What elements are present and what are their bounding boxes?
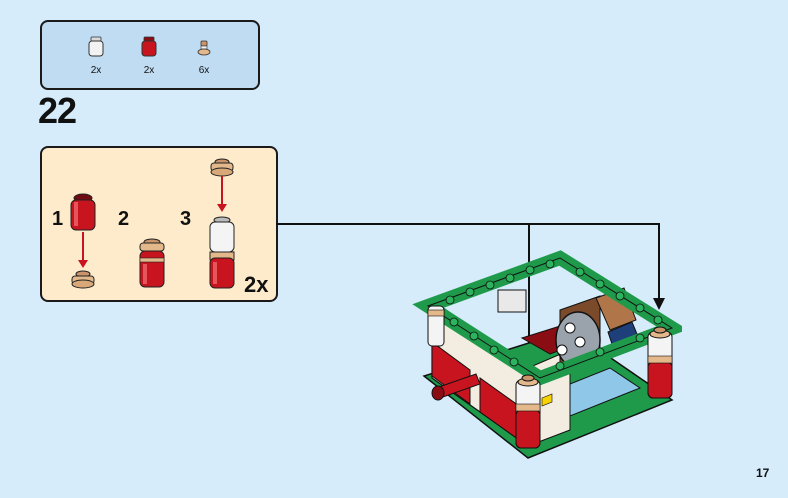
substep-number-2: 2 [118, 208, 130, 230]
part-qty: 2x [143, 65, 155, 76]
tan-round-plate-icon [210, 158, 234, 177]
red-round-brick-icon [141, 36, 157, 57]
white-round-brick-icon [209, 216, 235, 253]
parts-list-box: 2x 2x 6x [40, 20, 260, 90]
tan-round-plate-icon [71, 270, 95, 289]
substep-2-illustration [139, 238, 165, 288]
tan-round-plate-icon [197, 40, 211, 56]
part-qty: 2x [90, 65, 102, 76]
model-illustration [412, 250, 682, 459]
page-number: 17 [756, 466, 770, 480]
part-white-round-brick: 2x [76, 36, 116, 76]
part-qty: 6x [198, 65, 210, 76]
part-tan-round-plate: 6x [184, 36, 224, 76]
white-round-brick-icon [88, 36, 104, 57]
substep-multiplier: 2x [244, 272, 269, 297]
corner-pillar [515, 374, 541, 449]
corner-pillar [427, 305, 445, 347]
substep-number-3: 3 [180, 208, 192, 230]
step-number: 22 [38, 90, 77, 131]
substep-1-illustration [70, 193, 96, 289]
substep-3-illustration [209, 158, 235, 289]
substep-number-1: 1 [52, 208, 64, 230]
substep-callout: 1 2 3 2x [40, 146, 278, 302]
red-round-brick-icon [70, 193, 96, 231]
corner-pillar [647, 326, 673, 399]
part-red-round-brick: 2x [129, 36, 169, 76]
